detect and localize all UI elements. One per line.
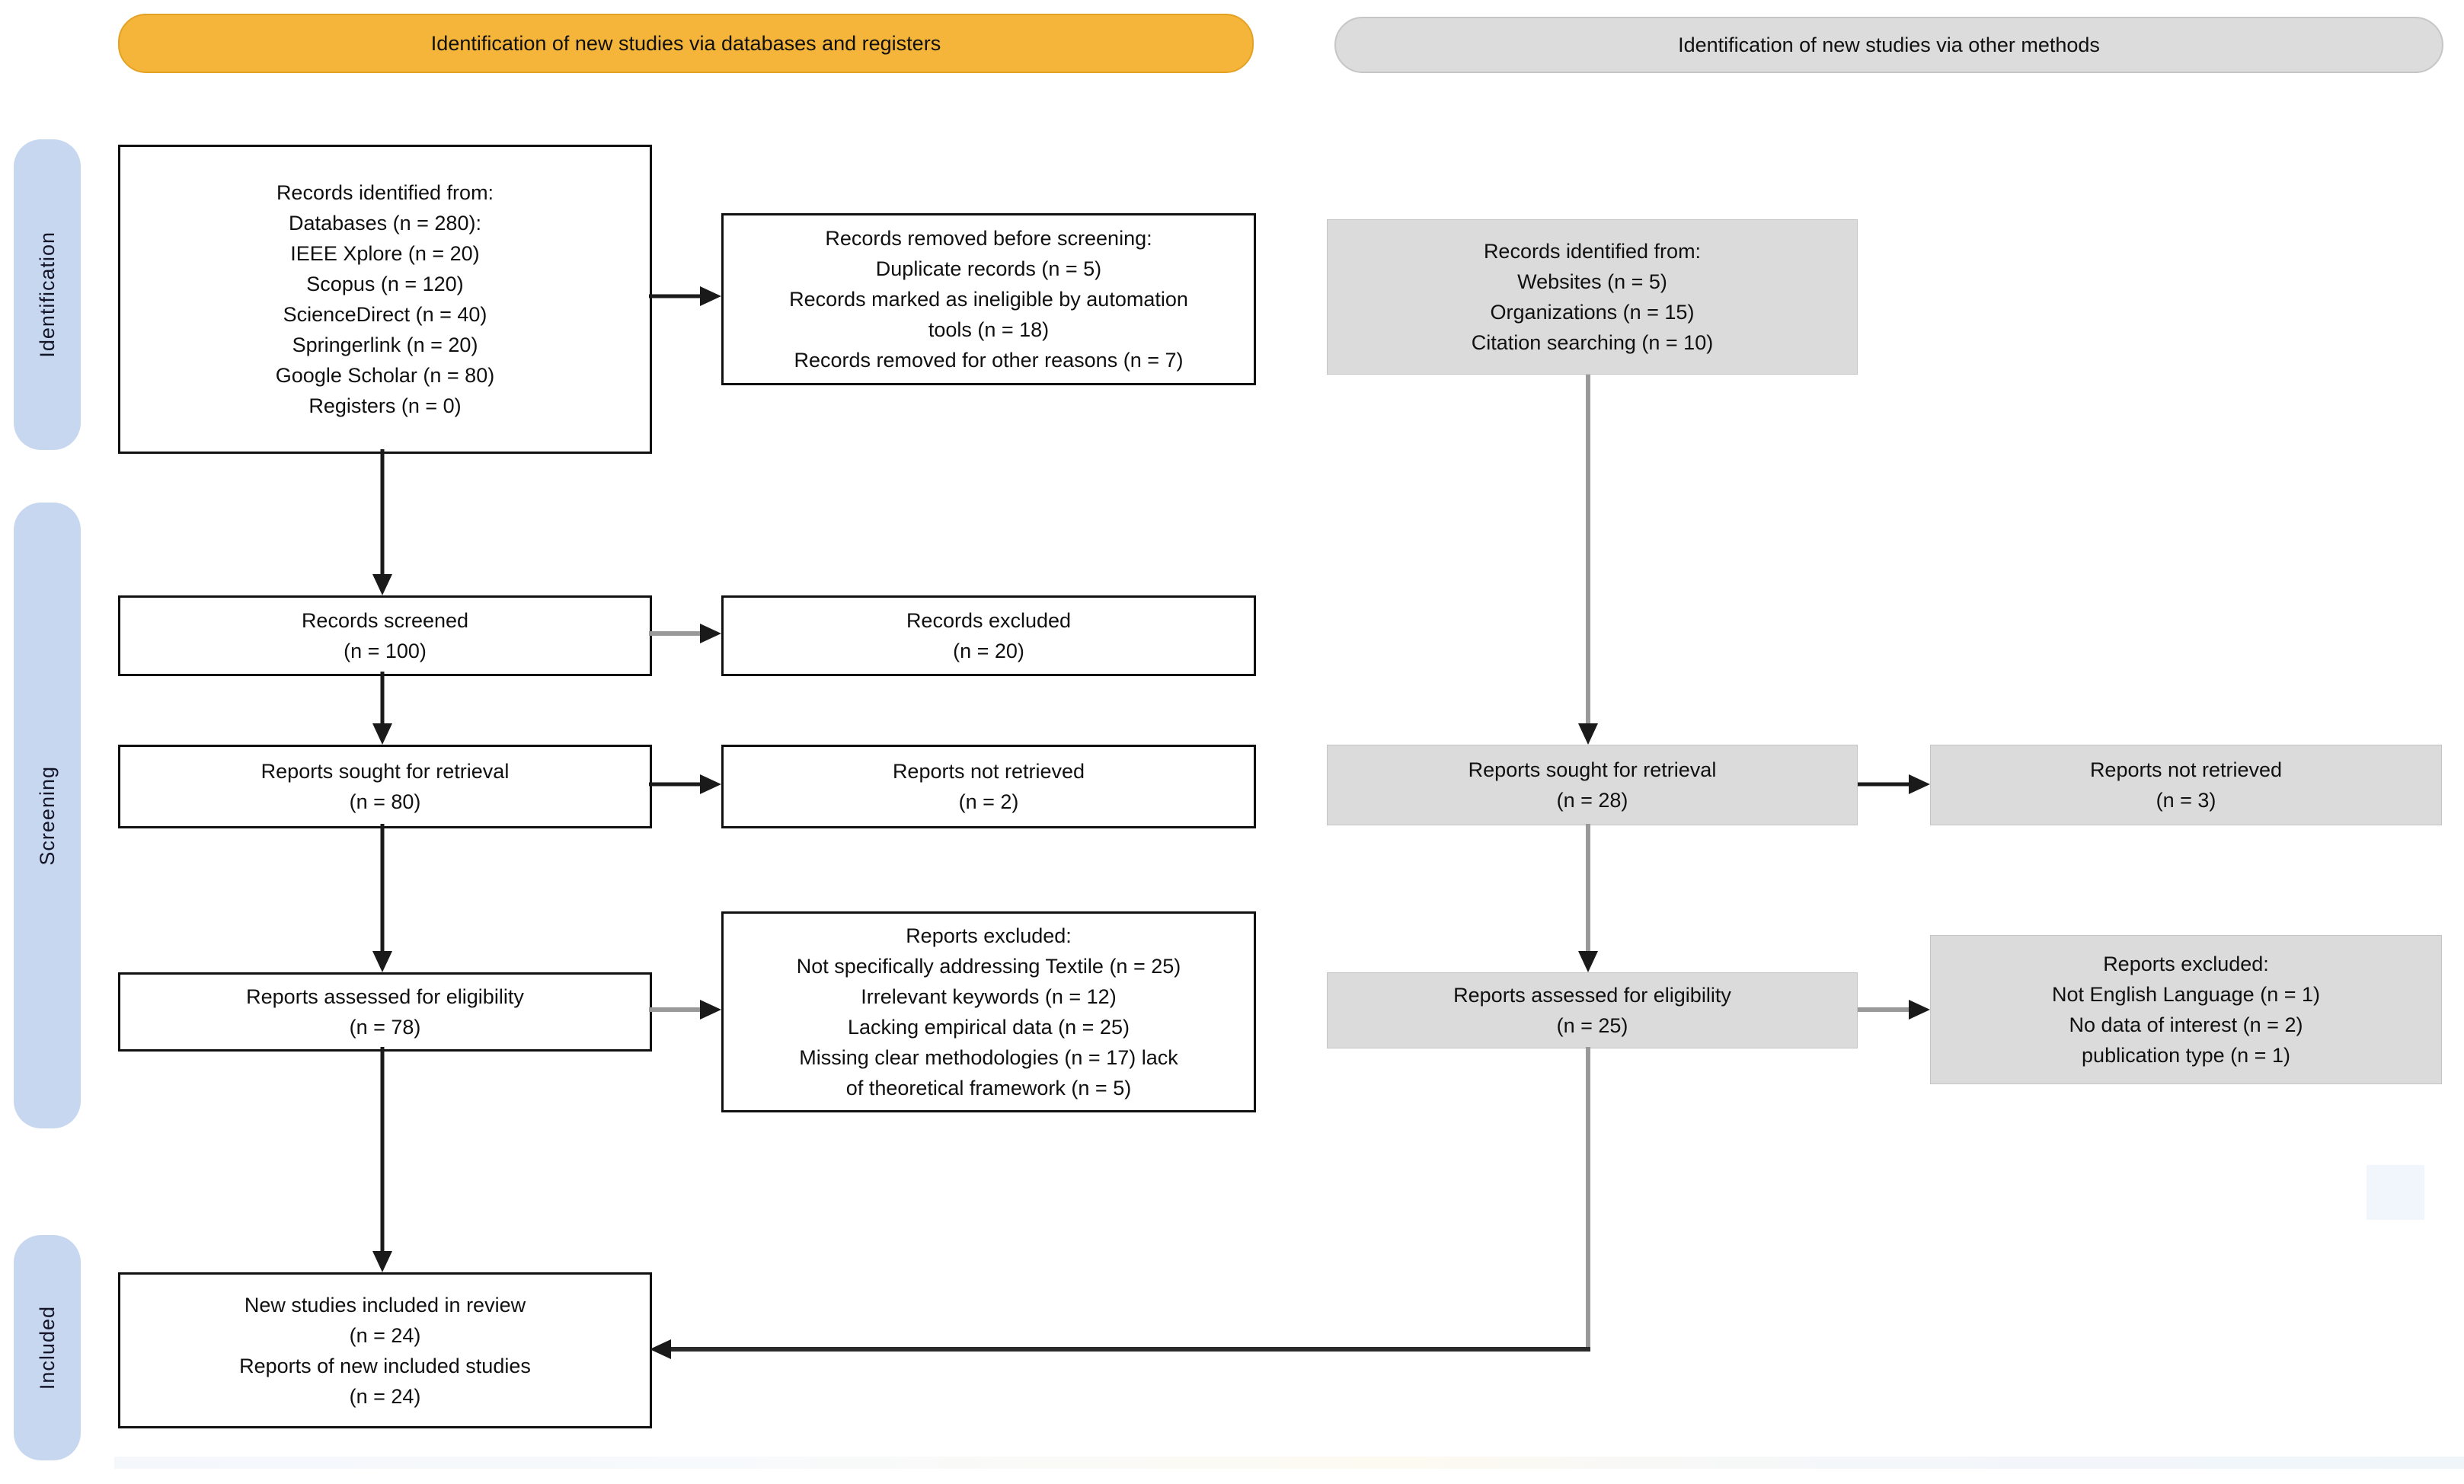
text-line: (n = 20) [953, 640, 1024, 662]
arrowhead-other-to-included [650, 1339, 671, 1359]
arrowhead-identified-to-screened [372, 574, 392, 595]
box-reports-not-retrieved-databases: Reports not retrieved (n = 2) [721, 745, 1256, 828]
text-line: Reports not retrieved [892, 760, 1085, 783]
arrowhead-screened-to-excluded [700, 624, 721, 643]
stage-pill-identification: Identification [14, 139, 81, 450]
box-records-removed-before-screening: Records removed before screening: Duplica… [721, 213, 1256, 385]
text-line: Organizations (n = 15) [1490, 301, 1695, 324]
text-line: Reports of new included studies [239, 1354, 531, 1377]
box-reports-sought-databases: Reports sought for retrieval (n = 80) [118, 745, 652, 828]
arrowhead-other-sought-to-assessed [1578, 951, 1598, 972]
box-records-identified-other: Records identified from: Websites (n = 5)… [1327, 219, 1858, 375]
text-line: publication type (n = 1) [2082, 1044, 2290, 1067]
text-line: ScienceDirect (n = 40) [283, 303, 487, 326]
arrowhead-assessed-to-excluded [700, 1000, 721, 1020]
text-line: Lacking empirical data (n = 25) [848, 1016, 1130, 1039]
arrowhead-screened-to-sought [372, 723, 392, 745]
text-line: Registers (n = 0) [308, 394, 462, 417]
text-line: Duplicate records (n = 5) [875, 257, 1102, 280]
text-line: Scopus (n = 120) [306, 273, 464, 295]
box-reports-not-retrieved-other: Reports not retrieved (n = 3) [1930, 745, 2442, 825]
bottom-artifact-strip [114, 1457, 2464, 1469]
text-line: Springerlink (n = 20) [292, 334, 478, 356]
box-reports-excluded-other: Reports excluded: Not English Language (n… [1930, 935, 2442, 1084]
text-line: Missing clear methodologies (n = 17) lac… [799, 1046, 1178, 1069]
text-line: tools (n = 18) [928, 318, 1050, 341]
box-new-studies-included: New studies included in review (n = 24) Re… [118, 1272, 652, 1428]
text-line: Reports excluded: [906, 924, 1072, 947]
stage-label-screening: Screening [35, 765, 59, 866]
right-artifact-patch [2367, 1165, 2424, 1220]
text-line: (n = 80) [349, 790, 421, 813]
stage-label-identification: Identification [35, 231, 59, 358]
text-line: No data of interest (n = 2) [2069, 1013, 2303, 1036]
text-line: of theoretical framework (n = 5) [845, 1077, 1132, 1099]
text-line: Records removed for other reasons (n = 7… [794, 349, 1184, 372]
box-reports-excluded-databases: Reports excluded: Not specifically addres… [721, 911, 1256, 1112]
text-line: New studies included in review [244, 1293, 526, 1316]
stage-pill-included: Included [14, 1235, 81, 1460]
text-line: (n = 3) [2156, 789, 2216, 812]
box-reports-assessed-databases: Reports assessed for eligibility (n = 78) [118, 972, 652, 1052]
text-line: (n = 28) [1556, 789, 1628, 812]
arrowhead-other-identified-to-sought [1578, 723, 1598, 745]
box-records-excluded: Records excluded (n = 20) [721, 595, 1256, 676]
text-line: Not specifically addressing Textile (n =… [796, 955, 1181, 978]
arrowhead-other-sought-to-not-retrieved [1909, 774, 1930, 794]
arrowhead-other-assessed-to-excluded [1909, 1000, 1930, 1020]
text-line: IEEE Xplore (n = 20) [290, 242, 480, 265]
text-line: (n = 78) [349, 1016, 421, 1039]
stage-label-included: Included [35, 1305, 59, 1390]
stage-pill-screening: Screening [14, 503, 81, 1128]
text-line: (n = 24) [349, 1384, 421, 1408]
text-line: Not English Language (n = 1) [2052, 983, 2320, 1006]
box-records-identified-databases: Records identified from: Databases (n = 2… [118, 145, 652, 454]
text-line: Reports not retrieved [2089, 758, 2283, 781]
text-line: Records marked as ineligible by automati… [789, 288, 1188, 311]
text-line: Records identified from: [276, 181, 494, 204]
text-line: (n = 2) [958, 790, 1019, 813]
text-line: Reports excluded: [2103, 953, 2269, 975]
text-line: Websites (n = 5) [1517, 270, 1667, 293]
arrowhead-identified-to-removed [700, 286, 721, 306]
text-line: (n = 100) [344, 640, 427, 662]
arrowhead-sought-to-assessed [372, 951, 392, 972]
box-reports-assessed-other: Reports assessed for eligibility (n = 25) [1327, 972, 1858, 1048]
arrowhead-sought-to-not-retrieved [700, 774, 721, 794]
text-line: Databases (n = 280): [289, 212, 481, 235]
text-line: Irrelevant keywords (n = 12) [861, 985, 1117, 1008]
text-line: (n = 24) [349, 1323, 421, 1347]
text-line: Records screened [301, 609, 469, 632]
banner-databases-registers: Identification of new studies via databa… [118, 14, 1254, 73]
text-line: (n = 25) [1556, 1014, 1628, 1037]
text-line: Citation searching (n = 10) [1471, 331, 1714, 354]
text-line: Reports sought for retrieval [1468, 758, 1717, 781]
banner-other-methods: Identification of new studies via other … [1334, 17, 2443, 73]
text-line: Reports assessed for eligibility [1453, 984, 1731, 1007]
text-line: Records identified from: [1483, 240, 1702, 263]
text-line: Reports sought for retrieval [260, 760, 510, 783]
text-line: Records removed before screening: [825, 227, 1152, 250]
text-line: Google Scholar (n = 80) [275, 364, 495, 387]
box-reports-sought-other: Reports sought for retrieval (n = 28) [1327, 745, 1858, 825]
text-line: Records excluded [906, 609, 1072, 632]
box-records-screened: Records screened (n = 100) [118, 595, 652, 676]
text-line: Reports assessed for eligibility [246, 985, 524, 1008]
arrowhead-assessed-to-included [372, 1251, 392, 1272]
